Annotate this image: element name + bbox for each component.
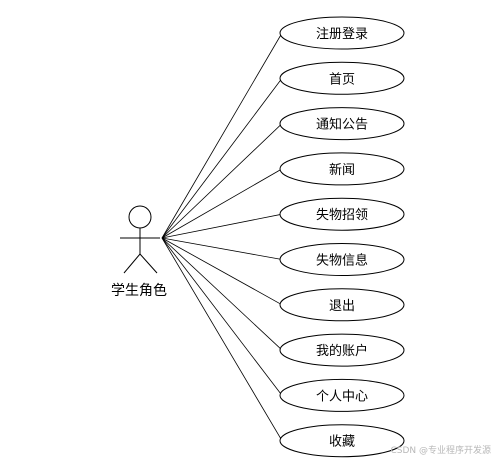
use-case-label: 个人中心 xyxy=(316,389,368,404)
association-line xyxy=(161,237,283,306)
actor-right-leg xyxy=(139,253,158,274)
use-case-ellipse xyxy=(279,107,405,141)
use-case-9: 个人中心 xyxy=(279,378,405,412)
use-case-4: 新闻 xyxy=(279,152,405,186)
use-case-8: 我的账户 xyxy=(279,333,405,367)
association-line xyxy=(161,237,283,351)
actor-left-leg xyxy=(123,253,141,274)
use-case-3: 通知公告 xyxy=(279,107,405,141)
association-line xyxy=(161,213,283,239)
actor-student: 学生角色 xyxy=(111,205,167,299)
use-case-label: 失物招领 xyxy=(316,208,368,223)
use-case-label: 首页 xyxy=(329,72,355,87)
use-case-label: 通知公告 xyxy=(316,117,368,133)
use-case-ellipse xyxy=(279,61,405,95)
use-case-ellipse xyxy=(279,243,405,276)
use-case-ellipse xyxy=(279,152,405,186)
association-lines xyxy=(161,32,283,441)
watermark: CSDN @专业程序开发源 xyxy=(390,446,491,456)
association-line xyxy=(161,78,283,239)
use-case-ellipse xyxy=(279,378,405,412)
use-case-ellipse xyxy=(279,424,405,458)
use-case-label: 退出 xyxy=(329,299,355,314)
use-case-10: 收藏 xyxy=(279,424,405,458)
use-case-label: 收藏 xyxy=(329,435,355,450)
use-case-label: 新闻 xyxy=(329,162,355,178)
use-case-ellipse xyxy=(279,197,405,231)
use-case-2: 首页 xyxy=(279,61,405,95)
use-case-label: 我的账户 xyxy=(316,343,368,359)
association-line xyxy=(161,32,283,239)
actor-head xyxy=(128,205,152,229)
use-case-1: 注册登录 xyxy=(279,16,405,50)
use-case-6: 失物信息 xyxy=(279,243,405,276)
association-line xyxy=(161,168,283,239)
use-case-ellipse xyxy=(279,288,405,322)
use-case-label: 失物信息 xyxy=(316,253,368,269)
use-case-label: 注册登录 xyxy=(316,27,368,42)
association-line xyxy=(161,123,283,239)
use-case-ellipse xyxy=(279,333,405,367)
association-line xyxy=(161,237,283,441)
association-line xyxy=(161,237,283,396)
use-case-ellipse xyxy=(279,16,405,50)
use-case-5: 失物招领 xyxy=(279,197,405,231)
association-line xyxy=(161,237,283,260)
actor-label: 学生角色 xyxy=(111,282,167,299)
use-case-7: 退出 xyxy=(279,288,405,322)
